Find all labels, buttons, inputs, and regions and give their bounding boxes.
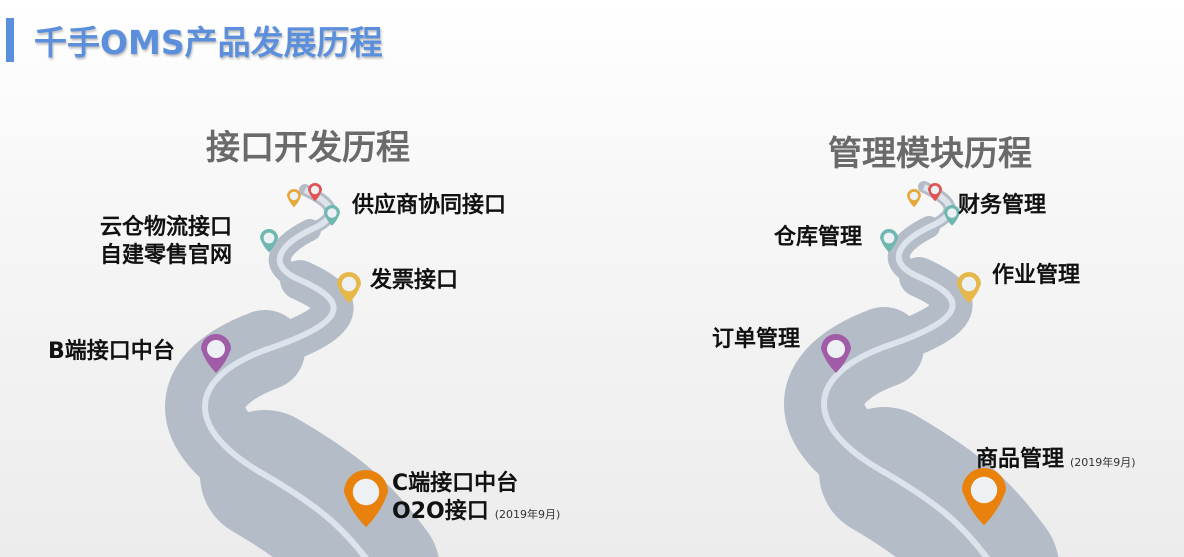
- map-pin-icon: [821, 334, 851, 373]
- milestone-order: 订单管理: [712, 327, 801, 352]
- map-pin-icon: [337, 272, 361, 304]
- milestone-b-end: B端接口中台: [48, 339, 175, 364]
- map-pin-icon: [260, 229, 278, 253]
- milestone-supplier: 供应商协同接口: [352, 193, 507, 218]
- milestone-finance: 财务管理: [958, 193, 1047, 218]
- title-accent-bar: [6, 18, 14, 62]
- map-pin-icon: [287, 189, 301, 208]
- map-pin-icon: [907, 189, 921, 208]
- milestone-label: C端接口中台: [392, 471, 519, 496]
- section-heading-modules: 管理模块历程: [828, 134, 1032, 174]
- section-heading-interfaces: 接口开发历程: [206, 128, 410, 168]
- map-pin-icon: [201, 334, 231, 373]
- milestone-label: 商品管理: [976, 447, 1065, 472]
- milestone-product: 商品管理 (2019年9月): [976, 446, 1136, 477]
- milestone-operation: 作业管理: [992, 263, 1081, 288]
- map-pin-icon: [880, 229, 898, 253]
- map-pin-icon: [928, 183, 942, 202]
- milestone-date: (2019年9月): [1070, 456, 1136, 469]
- map-pin-icon: [344, 470, 388, 528]
- map-pin-icon: [308, 183, 322, 202]
- milestone-invoice: 发票接口: [370, 268, 459, 293]
- milestone-label: O2O接口: [392, 499, 489, 524]
- milestone-c-end: C端接口中台 O2O接口 (2019年9月): [392, 470, 560, 529]
- map-pin-icon: [324, 205, 340, 226]
- milestone-date: (2019年9月): [494, 508, 561, 521]
- milestone-label: 云仓物流接口: [100, 215, 233, 240]
- page-title: 千手OMS产品发展历程: [34, 23, 383, 62]
- map-pin-icon: [962, 468, 1006, 526]
- milestone-warehouse: 仓库管理: [774, 225, 863, 250]
- milestone-label: 自建零售官网: [100, 243, 233, 268]
- milestone-cloud-logistics: 云仓物流接口 自建零售官网: [100, 214, 232, 270]
- map-pin-icon: [944, 205, 960, 226]
- map-pin-icon: [957, 272, 981, 304]
